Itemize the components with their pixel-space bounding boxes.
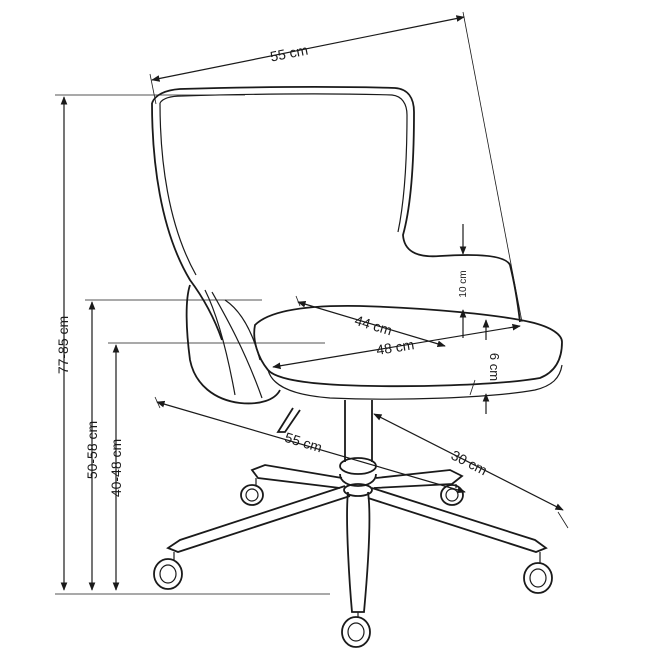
- backrest-left-side: [151, 102, 223, 341]
- caster-right-back: [440, 484, 464, 506]
- label-seat-width: 48 cm: [375, 336, 415, 358]
- label-seat-thickness: 6 cm: [487, 353, 502, 381]
- base-arm-right-front: [367, 487, 548, 553]
- label-top-width: 55 cm: [269, 42, 309, 65]
- label-back-gap: 10 cm: [458, 270, 469, 297]
- caster-front: [341, 612, 371, 648]
- back-shell-seam-2: [211, 291, 263, 399]
- backrest-outline: [151, 86, 521, 323]
- base-arm-front: [346, 491, 371, 613]
- base-arm-left-back: [250, 464, 343, 489]
- dimension-lines: [55, 11, 569, 595]
- label-seat-height-low: 40-48 cm: [108, 439, 124, 497]
- caster-left-front: [153, 552, 183, 590]
- back-shell-seam: [204, 289, 236, 396]
- label-seat-height: 50-58 cm: [84, 421, 100, 479]
- gas-lift-column: [344, 400, 373, 462]
- caster-left-back: [240, 478, 264, 506]
- label-seat-depth: 44 cm: [353, 312, 394, 338]
- tilt-lever: [276, 407, 301, 433]
- seat-front-edge: [267, 364, 563, 400]
- backrest-left-inner: [159, 102, 197, 276]
- base-arm-left-front: [166, 485, 351, 553]
- label-base-radius: 30 cm: [449, 447, 490, 479]
- caster-right-front: [523, 552, 553, 594]
- label-overall-height: 77-85 cm: [55, 316, 71, 374]
- label-base-width: 55 cm: [283, 429, 324, 455]
- backrest-inner: [159, 93, 408, 233]
